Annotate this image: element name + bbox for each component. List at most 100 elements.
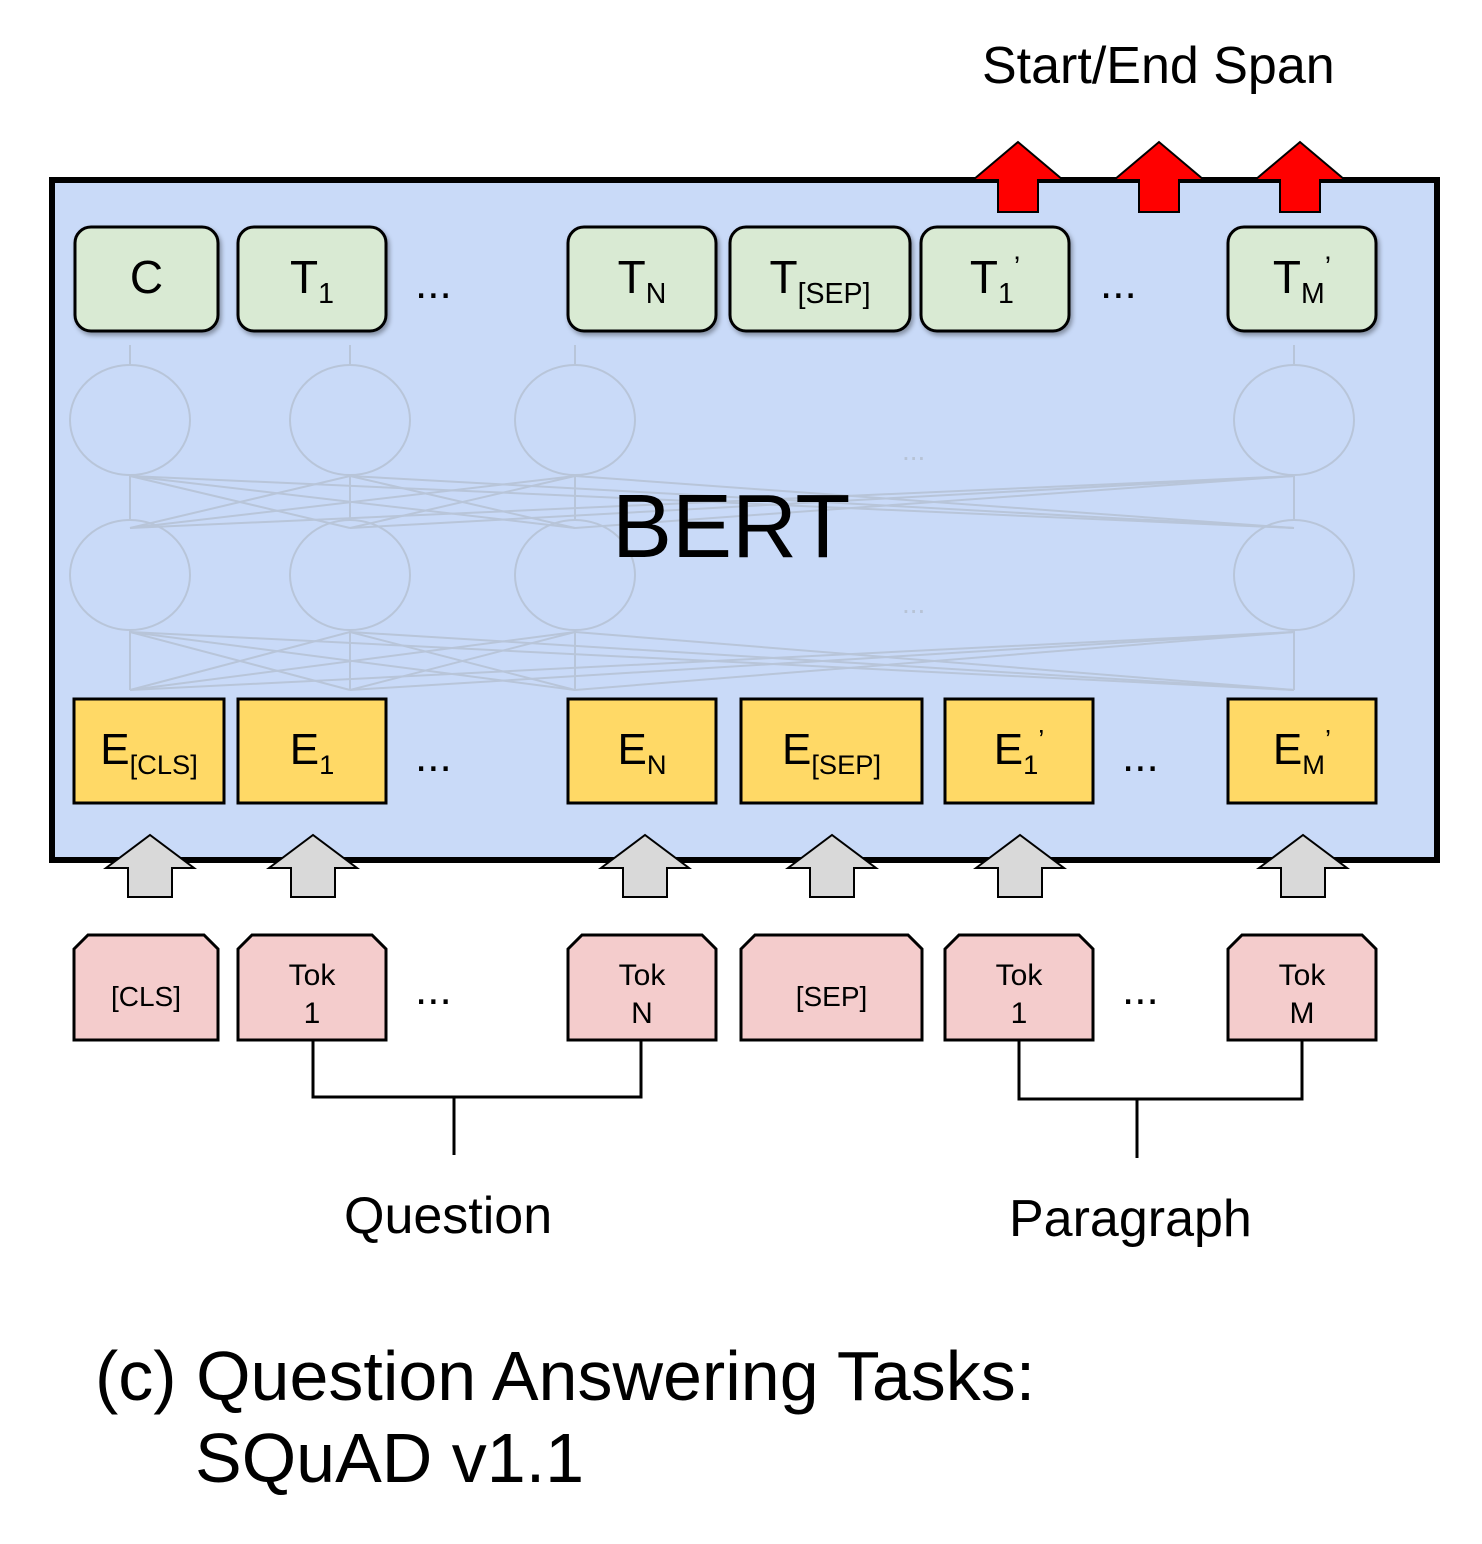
output-token-boxes: [73, 225, 1378, 333]
ghost-edge: [349, 631, 1295, 691]
output-token-sub: 1: [318, 278, 334, 311]
output-token-main: T: [769, 251, 798, 303]
paragraph-bracket: [1017, 1040, 1304, 1158]
ellipsis-in-1: ...: [415, 965, 452, 1014]
ellipsis-ghost-2: ...: [902, 588, 926, 619]
input-token-box-1: [236, 933, 388, 1042]
ghost-edge: [129, 475, 351, 529]
input-token-box-4: [943, 933, 1095, 1042]
embedding-boxes: [72, 697, 1378, 805]
input-token-label-1: Tok 1: [238, 957, 386, 1033]
ghost-edge: [349, 631, 576, 691]
input-token-line1: Tok: [995, 959, 1043, 992]
output-token-main: T: [1272, 251, 1301, 303]
input-token-box-3: [739, 933, 924, 1042]
output-token-main: T: [617, 251, 646, 303]
embedding-box-2: [566, 697, 718, 805]
output-token-label-0: C: [75, 254, 218, 300]
output-token-box-1: [236, 225, 388, 333]
embedding-sub: 1: [319, 748, 335, 780]
figure-caption: (c) Question Answering Tasks: SQuAD v1.1: [95, 1335, 1035, 1499]
output-token-main: T: [969, 251, 998, 303]
embedding-prime: ’: [1038, 723, 1045, 755]
model-label: BERT: [612, 477, 851, 577]
output-label: Start/End Span: [982, 37, 1335, 95]
caption-line-2: SQuAD v1.1: [195, 1419, 585, 1497]
output-token-label-2: TN: [568, 251, 716, 308]
input-token-box-2: [566, 933, 718, 1042]
input-token-box-5: [1226, 933, 1378, 1042]
output-token-sub: [SEP]: [797, 278, 871, 311]
embedding-box-5: [1226, 697, 1378, 805]
input-token-line1: Tok: [288, 959, 336, 992]
input-token-line1: [SEP]: [795, 981, 868, 1012]
output-token-label-1: T1: [238, 251, 386, 308]
output-token-label-4: T1’: [921, 251, 1069, 308]
embedding-sub: N: [646, 748, 667, 780]
input-arrow-3: [785, 833, 879, 898]
input-token-line2: 1: [303, 997, 321, 1030]
embedding-main: E: [289, 725, 320, 774]
input-arrow-0: [103, 833, 197, 898]
embedding-label-3: E[SEP]: [741, 728, 922, 778]
output-token-sub: N: [645, 278, 667, 311]
ghost-edge: [129, 475, 576, 529]
input-token-boxes: [72, 933, 1378, 1042]
output-token-box-2: [566, 225, 718, 333]
embedding-sub: 1: [1023, 748, 1039, 780]
input-token-line1: Tok: [1278, 959, 1326, 992]
output-arrow-1: [1111, 140, 1207, 213]
input-arrows: [103, 833, 1350, 898]
embedding-label-5: EM’: [1228, 725, 1376, 778]
input-token-label-4: Tok 1: [945, 957, 1093, 1033]
input-arrow-5: [1256, 833, 1350, 898]
ghost-edge: [129, 631, 351, 691]
ellipsis-ghost-1: ...: [902, 435, 926, 466]
embedding-main: E: [100, 725, 130, 774]
embedding-label-2: EN: [568, 725, 716, 778]
output-token-sub: 1: [997, 278, 1014, 311]
ghost-edge: [129, 631, 1295, 691]
input-arrow-2: [598, 833, 692, 898]
input-arrow-1: [266, 833, 360, 898]
embedding-sub: [CLS]: [129, 748, 198, 780]
output-arrows: [970, 140, 1348, 213]
output-token-sub: M: [1301, 278, 1325, 311]
embedding-box-0: [72, 697, 226, 805]
ghost-edge: [574, 475, 1295, 529]
ghost-edge: [349, 475, 576, 529]
embedding-sub: [SEP]: [811, 748, 882, 780]
embedding-sub: M: [1302, 748, 1325, 780]
embedding-box-4: [943, 697, 1095, 805]
input-token-label-0: [CLS]: [74, 978, 218, 1016]
output-token-prime: ’: [1013, 251, 1021, 284]
input-token-box-0: [72, 933, 220, 1042]
embedding-box-1: [236, 697, 388, 805]
ghost-edge: [129, 475, 1295, 529]
embedding-box-3: [739, 697, 924, 805]
output-token-label-5: TM’: [1228, 251, 1376, 308]
question-label: Question: [344, 1187, 553, 1245]
output-token-box-4: [919, 225, 1071, 333]
embedding-prime: ’: [1325, 723, 1332, 755]
input-token-line2: 1: [1010, 997, 1028, 1030]
ellipsis-emb-1: ...: [415, 732, 452, 781]
ellipsis-top-2: ...: [1100, 259, 1137, 308]
ghost-edge: [129, 631, 576, 691]
embedding-label-4: E1’: [945, 725, 1093, 778]
output-token-main: T: [290, 251, 319, 303]
ellipsis-in-2: ...: [1122, 965, 1159, 1014]
output-arrow-0: [970, 140, 1066, 213]
output-token-box-0: [73, 225, 220, 333]
output-token-box-5: [1226, 225, 1378, 333]
output-token-box-3: [728, 225, 912, 333]
question-bracket: [311, 1040, 643, 1155]
ghost-network: [69, 345, 1355, 691]
embedding-label-0: E[CLS]: [74, 725, 224, 778]
input-token-label-3: [SEP]: [741, 978, 922, 1016]
embedding-main: E: [617, 725, 647, 774]
ellipsis-emb-2: ...: [1122, 732, 1159, 781]
